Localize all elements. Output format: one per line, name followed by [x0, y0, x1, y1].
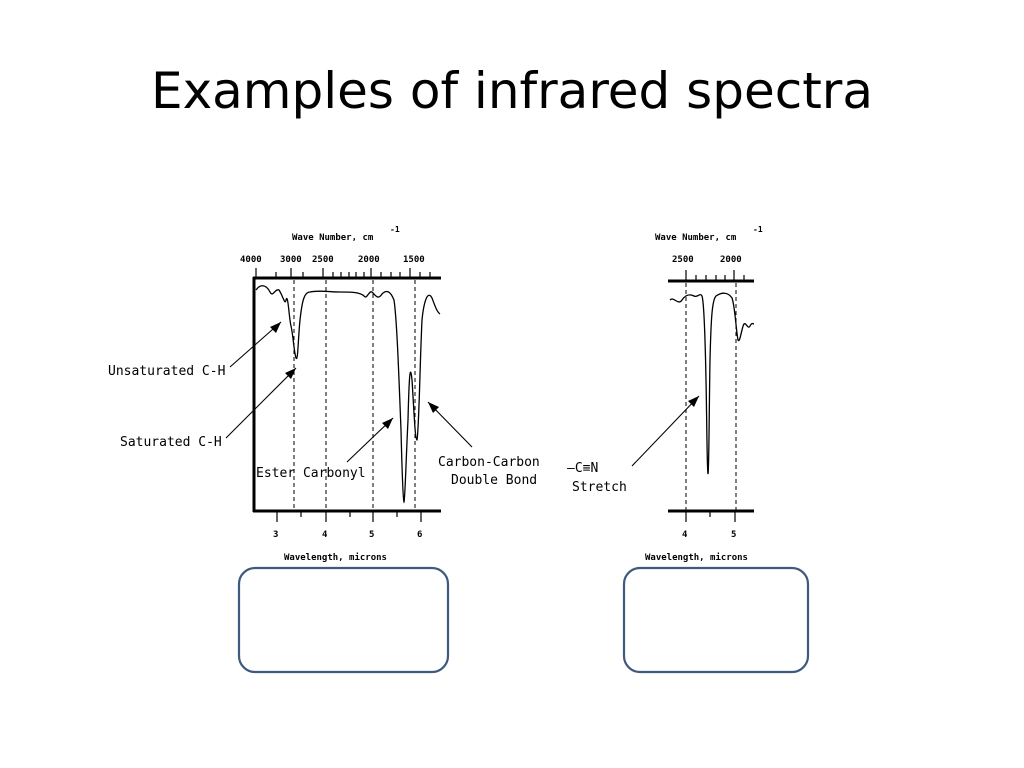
left-top-axis-superscript: -1 — [390, 225, 400, 234]
label-saturated-ch: Saturated C-H — [120, 435, 222, 450]
left-bottom-axis-ticks — [276, 511, 422, 522]
left-spectrum-trace — [255, 285, 441, 504]
left-bottom-tick-3: 3 — [273, 530, 278, 540]
label-ester-carbonyl: Ester Carbonyl — [256, 466, 366, 481]
right-spectrum: Wave Number, cm -1 2500 2000 4 5 Wavelen… — [567, 225, 763, 563]
answer-box-left — [237, 566, 450, 674]
right-top-tick-2500: 2500 — [672, 255, 694, 265]
right-spectrum-trace — [669, 292, 755, 475]
right-top-axis-superscript: -1 — [753, 225, 763, 234]
slide-title: Examples of infrared spectra — [150, 62, 874, 120]
left-top-axis-ticks — [255, 268, 431, 278]
label-cn-stretch-line1: —C≡N — [567, 461, 598, 476]
arrowhead-cn-stretch — [688, 396, 699, 407]
label-cc-double-bond-line1: Carbon-Carbon — [438, 455, 540, 470]
right-top-axis-ticks — [685, 270, 745, 281]
label-unsaturated-ch: Unsaturated C-H — [108, 364, 225, 379]
left-bottom-tick-6: 6 — [417, 530, 422, 540]
left-spectrum: Wave Number, cm -1 4000 3000 2500 2000 1… — [108, 225, 540, 563]
arrowhead-unsaturated-ch — [270, 322, 281, 333]
right-top-tick-2000: 2000 — [720, 255, 742, 265]
label-cn-stretch-line2: Stretch — [572, 480, 627, 495]
left-top-tick-3000: 3000 — [280, 255, 302, 265]
left-top-tick-2500: 2500 — [312, 255, 334, 265]
right-bottom-axis-ticks — [685, 511, 736, 522]
arrowhead-saturated-ch — [285, 368, 296, 379]
left-bottom-axis-label: Wavelength, microns — [284, 552, 387, 563]
left-top-tick-1500: 1500 — [403, 255, 425, 265]
left-bottom-tick-5: 5 — [369, 530, 374, 540]
right-bottom-tick-5: 5 — [731, 530, 736, 540]
right-bottom-tick-4: 4 — [682, 530, 688, 540]
arrow-cn-stretch — [631, 395, 700, 467]
left-top-tick-2000: 2000 — [358, 255, 380, 265]
arrow-saturated-ch — [225, 367, 297, 439]
left-top-tick-4000: 4000 — [240, 255, 262, 265]
right-top-axis-label: Wave Number, cm — [655, 233, 737, 243]
arrowhead-cc-double-bond — [428, 402, 439, 413]
left-bottom-tick-4: 4 — [322, 530, 328, 540]
right-bottom-axis-label: Wavelength, microns — [645, 552, 748, 563]
answer-box-right — [622, 566, 810, 674]
left-top-axis-label: Wave Number, cm — [292, 233, 374, 243]
label-cc-double-bond-line2: Double Bond — [451, 473, 537, 488]
arrowhead-ester-carbonyl — [382, 418, 393, 429]
